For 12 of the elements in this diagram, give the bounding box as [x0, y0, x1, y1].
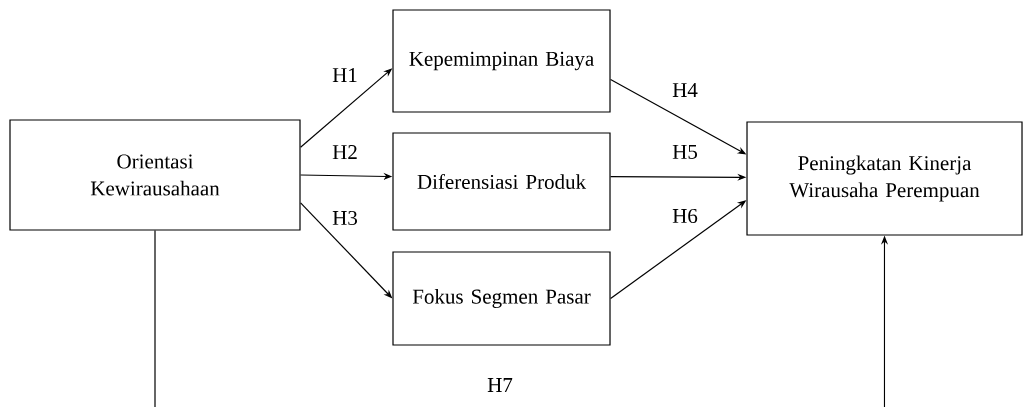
process-box: Diferensiasi Produk	[392, 132, 611, 231]
edge-label: H1	[331, 67, 359, 83]
process-box: Fokus Segmen Pasar	[392, 251, 611, 346]
process-box: Peningkatan Kinerja Wirausaha Perempuan	[746, 121, 1023, 236]
edge-label: H5	[671, 144, 699, 160]
process-box: Kepemimpinan Biaya	[392, 9, 611, 113]
edge-label: H6	[671, 207, 699, 225]
edge-label: H7	[486, 377, 514, 393]
edge-label: H4	[671, 82, 699, 98]
edge-label: H3	[331, 209, 359, 227]
edge-label: H2	[331, 144, 359, 160]
process-box: Orientasi Kewirausahaan	[9, 119, 301, 231]
